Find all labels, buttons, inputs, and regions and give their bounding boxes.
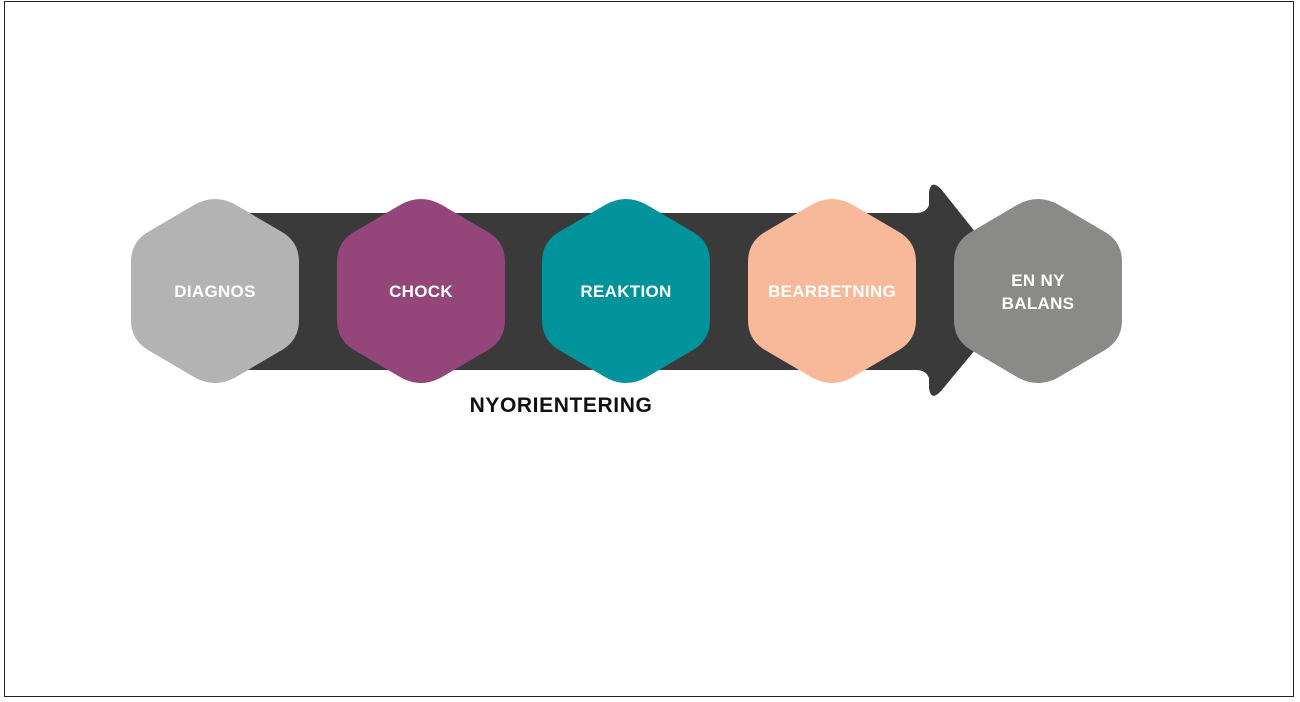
- stage-label: BEARBETNING: [768, 282, 896, 301]
- stage-hexagon: [131, 199, 299, 383]
- stage-hexagon: [542, 199, 710, 383]
- stage-label: BALANS: [1002, 294, 1075, 313]
- stage-en-ny-balans: EN NY BALANS: [954, 199, 1122, 383]
- stage-hexagon: [748, 199, 916, 383]
- stage-label: CHOCK: [389, 282, 453, 301]
- stage-label: EN NY: [1011, 271, 1065, 290]
- stage-hexagon: [337, 199, 505, 383]
- stage-hexagon: [954, 199, 1122, 383]
- stage-diagnos: DIAGNOS: [131, 199, 299, 383]
- stage-label: REAKTION: [580, 282, 671, 301]
- stage-label: DIAGNOS: [174, 282, 255, 301]
- stage-reaktion: REAKTION: [542, 199, 710, 383]
- arrow-caption: NYORIENTERING: [469, 394, 653, 417]
- stage-bearbetning: BEARBETNING: [748, 199, 916, 383]
- stage-chock: CHOCK: [337, 199, 505, 383]
